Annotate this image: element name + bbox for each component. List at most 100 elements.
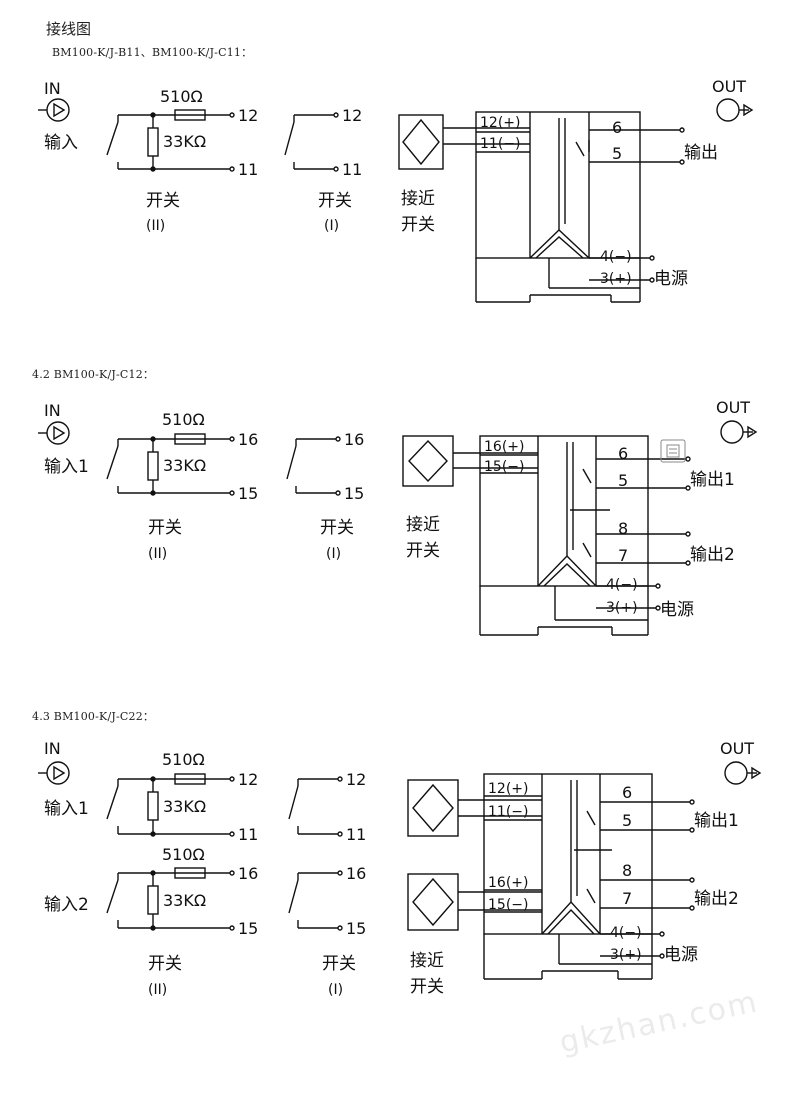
terminal1-neg-label: 11 (238, 825, 258, 844)
wiring-diagram-3: IN 输入1 输入2 510Ω 33KΩ 12 11 (38, 739, 762, 998)
resistor-510-label: 510Ω (162, 410, 205, 429)
proximity-sensor-icon (402, 435, 454, 487)
switch-i-1-pos: 12 (346, 770, 366, 789)
switch-i-circuit (284, 112, 339, 172)
out-label: OUT (712, 77, 746, 96)
power-neg: 4(−) (600, 249, 632, 265)
terminal-pos-label: 16 (238, 430, 258, 449)
proximity-sensor-icon (398, 114, 444, 170)
prox-label-1: 接近 (406, 515, 440, 535)
in-label: IN (44, 79, 61, 98)
power-pos: 3(+) (610, 947, 642, 963)
switch-i-pos-label: 12 (342, 106, 362, 125)
switch-i-sub: (I) (326, 546, 341, 562)
terminal2-pos-label: 16 (238, 864, 258, 883)
switch-i-neg-label: 15 (344, 484, 364, 503)
in-arrow-icon (38, 98, 70, 122)
in-arrow-icon (38, 761, 70, 785)
input-label: 输入1 (44, 457, 89, 477)
out-label: OUT (716, 398, 750, 417)
switch-i-2-pos: 16 (346, 864, 366, 883)
out1-term-b: 5 (622, 811, 632, 830)
terminal-pos-label: 12 (238, 106, 258, 125)
module-in-pos: 16(+) (484, 439, 524, 455)
section-heading-3: 4.3 BM100-K/J-C22： (32, 710, 155, 723)
input-label: 输入 (44, 133, 78, 153)
power-pos: 3(+) (606, 600, 638, 616)
proximity-sensor-icon-1 (407, 779, 459, 837)
proximity-sensor-icon-2 (407, 873, 459, 931)
output2-label: 输出2 (690, 545, 735, 565)
terminal-neg-label: 15 (238, 484, 258, 503)
module-in-pos: 12(+) (480, 115, 520, 131)
page-title: 接线图 (46, 20, 92, 38)
switch-ii-label: 开关 (148, 518, 182, 538)
terminal2-neg-label: 15 (238, 919, 258, 938)
wiring-diagram-2: IN 输入1 510Ω 33KΩ 16 15 开关 (II) 16 15 开关 … (38, 398, 758, 636)
switch-ii-sub: (II) (148, 982, 167, 998)
resistor-33k-label: 33KΩ (163, 132, 206, 151)
section-heading-1: BM100-K/J-B11、BM100-K/J-C11： (52, 46, 253, 59)
switch-i-circuit (286, 436, 341, 496)
power-neg: 4(−) (610, 925, 642, 941)
output1-label: 输出1 (694, 811, 739, 831)
switch-i-2-neg: 15 (346, 919, 366, 938)
switch-ii-circuit (106, 109, 235, 172)
prox-label-1: 接近 (401, 189, 435, 209)
switch-ii-circuit-1 (106, 773, 235, 837)
section-heading-2: 4.2 BM100-K/J-C12： (32, 368, 155, 381)
prox-label-2: 开关 (410, 977, 444, 997)
resistor-33k-label-2: 33KΩ (163, 891, 206, 910)
out2-term-b: 7 (618, 546, 628, 565)
module-in2-neg: 15(−) (488, 897, 528, 913)
out2-term-b: 7 (622, 889, 632, 908)
power-neg: 4(−) (606, 577, 638, 593)
out-arrow-icon (720, 420, 758, 444)
power-label: 电源 (664, 945, 698, 965)
module-box (483, 773, 695, 980)
out-term-b: 5 (612, 144, 622, 163)
out2-term-a: 8 (622, 861, 632, 880)
in-arrow-icon (38, 421, 70, 445)
out1-term-a: 6 (618, 444, 628, 463)
module-box (479, 435, 691, 636)
terminal1-pos-label: 12 (238, 770, 258, 789)
resistor-33k-label-1: 33KΩ (163, 797, 206, 816)
module-in-neg: 15(−) (484, 459, 524, 475)
switch-ii-circuit (106, 433, 235, 496)
power-label: 电源 (660, 600, 694, 620)
switch-i-pos-label: 16 (344, 430, 364, 449)
switch-i-label: 开关 (318, 191, 352, 211)
switch-i-label: 开关 (320, 518, 354, 538)
out-term-a: 6 (612, 118, 622, 137)
out-arrow-icon (716, 98, 754, 122)
switch-ii-circuit-2 (106, 867, 235, 931)
switch-i-circuit-2 (288, 870, 343, 931)
out1-term-a: 6 (622, 783, 632, 802)
power-label: 电源 (654, 269, 688, 289)
switch-ii-sub: (II) (146, 218, 165, 234)
in-label: IN (44, 739, 61, 758)
out-arrow-icon (724, 761, 762, 785)
resistor-510-label-2: 510Ω (162, 845, 205, 864)
out2-term-a: 8 (618, 519, 628, 538)
switch-i-label: 开关 (322, 954, 356, 974)
prox-label-2: 开关 (406, 541, 440, 561)
switch-i-sub: (I) (324, 218, 339, 234)
input1-label: 输入1 (44, 799, 89, 819)
out-label: OUT (720, 739, 754, 758)
capture-icon[interactable] (660, 439, 686, 463)
prox-label-1: 接近 (410, 951, 444, 971)
switch-i-sub: (I) (328, 982, 343, 998)
module-in2-pos: 16(+) (488, 875, 528, 891)
module-box (475, 111, 685, 303)
output-label: 输出 (684, 143, 718, 163)
input2-label: 输入2 (44, 895, 89, 915)
resistor-510-label: 510Ω (160, 87, 203, 106)
switch-ii-label: 开关 (148, 954, 182, 974)
switch-i-1-neg: 11 (346, 825, 366, 844)
resistor-33k-label: 33KΩ (163, 456, 206, 475)
switch-ii-sub: (II) (148, 546, 167, 562)
terminal-neg-label: 11 (238, 160, 258, 179)
output2-label: 输出2 (694, 889, 739, 909)
